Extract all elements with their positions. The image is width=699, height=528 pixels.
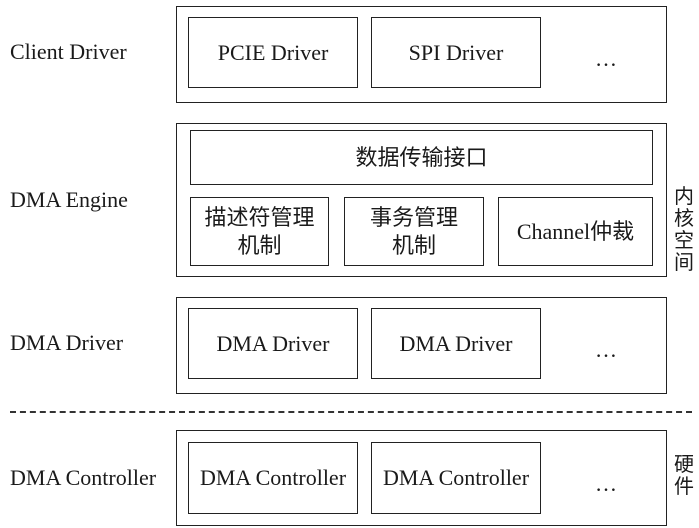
dma-driver-box-2: DMA Driver xyxy=(371,308,541,379)
controller-ellipsis: … xyxy=(595,471,617,496)
hardware-label: 硬件 xyxy=(674,454,694,498)
channel-arbitration-box: Channel仲裁 xyxy=(498,197,653,266)
descriptor-management-line2: 机制 xyxy=(237,232,282,258)
data-transfer-interface-box: 数据传输接口 xyxy=(190,130,653,185)
layer-label-dma-driver: DMA Driver xyxy=(10,330,124,355)
layer-label-client-driver: Client Driver xyxy=(10,39,127,64)
spi-driver-box: SPI Driver xyxy=(371,17,541,88)
layer-label-dma-controller: DMA Controller xyxy=(10,465,157,490)
driver-ellipsis: … xyxy=(595,337,617,362)
descriptor-management-box: 描述符管理 机制 xyxy=(190,197,329,266)
transaction-management-line1: 事务管理 xyxy=(369,204,458,230)
channel-arbitration-line1: Channel仲裁 xyxy=(516,218,635,244)
kernel-hardware-separator xyxy=(10,411,692,413)
dma-driver-box-1: DMA Driver xyxy=(188,308,358,379)
pcie-driver-box: PCIE Driver xyxy=(188,17,358,88)
layer-label-dma-engine: DMA Engine xyxy=(10,187,128,212)
client-ellipsis: … xyxy=(595,46,617,71)
dma-controller-box-2: DMA Controller xyxy=(371,442,541,514)
descriptor-management-line1: 描述符管理 xyxy=(204,204,315,230)
kernel-space-label: 内核空间 xyxy=(674,186,694,274)
transaction-management-box: 事务管理 机制 xyxy=(344,197,484,266)
transaction-management-line2: 机制 xyxy=(391,232,436,258)
dma-controller-box-1: DMA Controller xyxy=(188,442,358,514)
